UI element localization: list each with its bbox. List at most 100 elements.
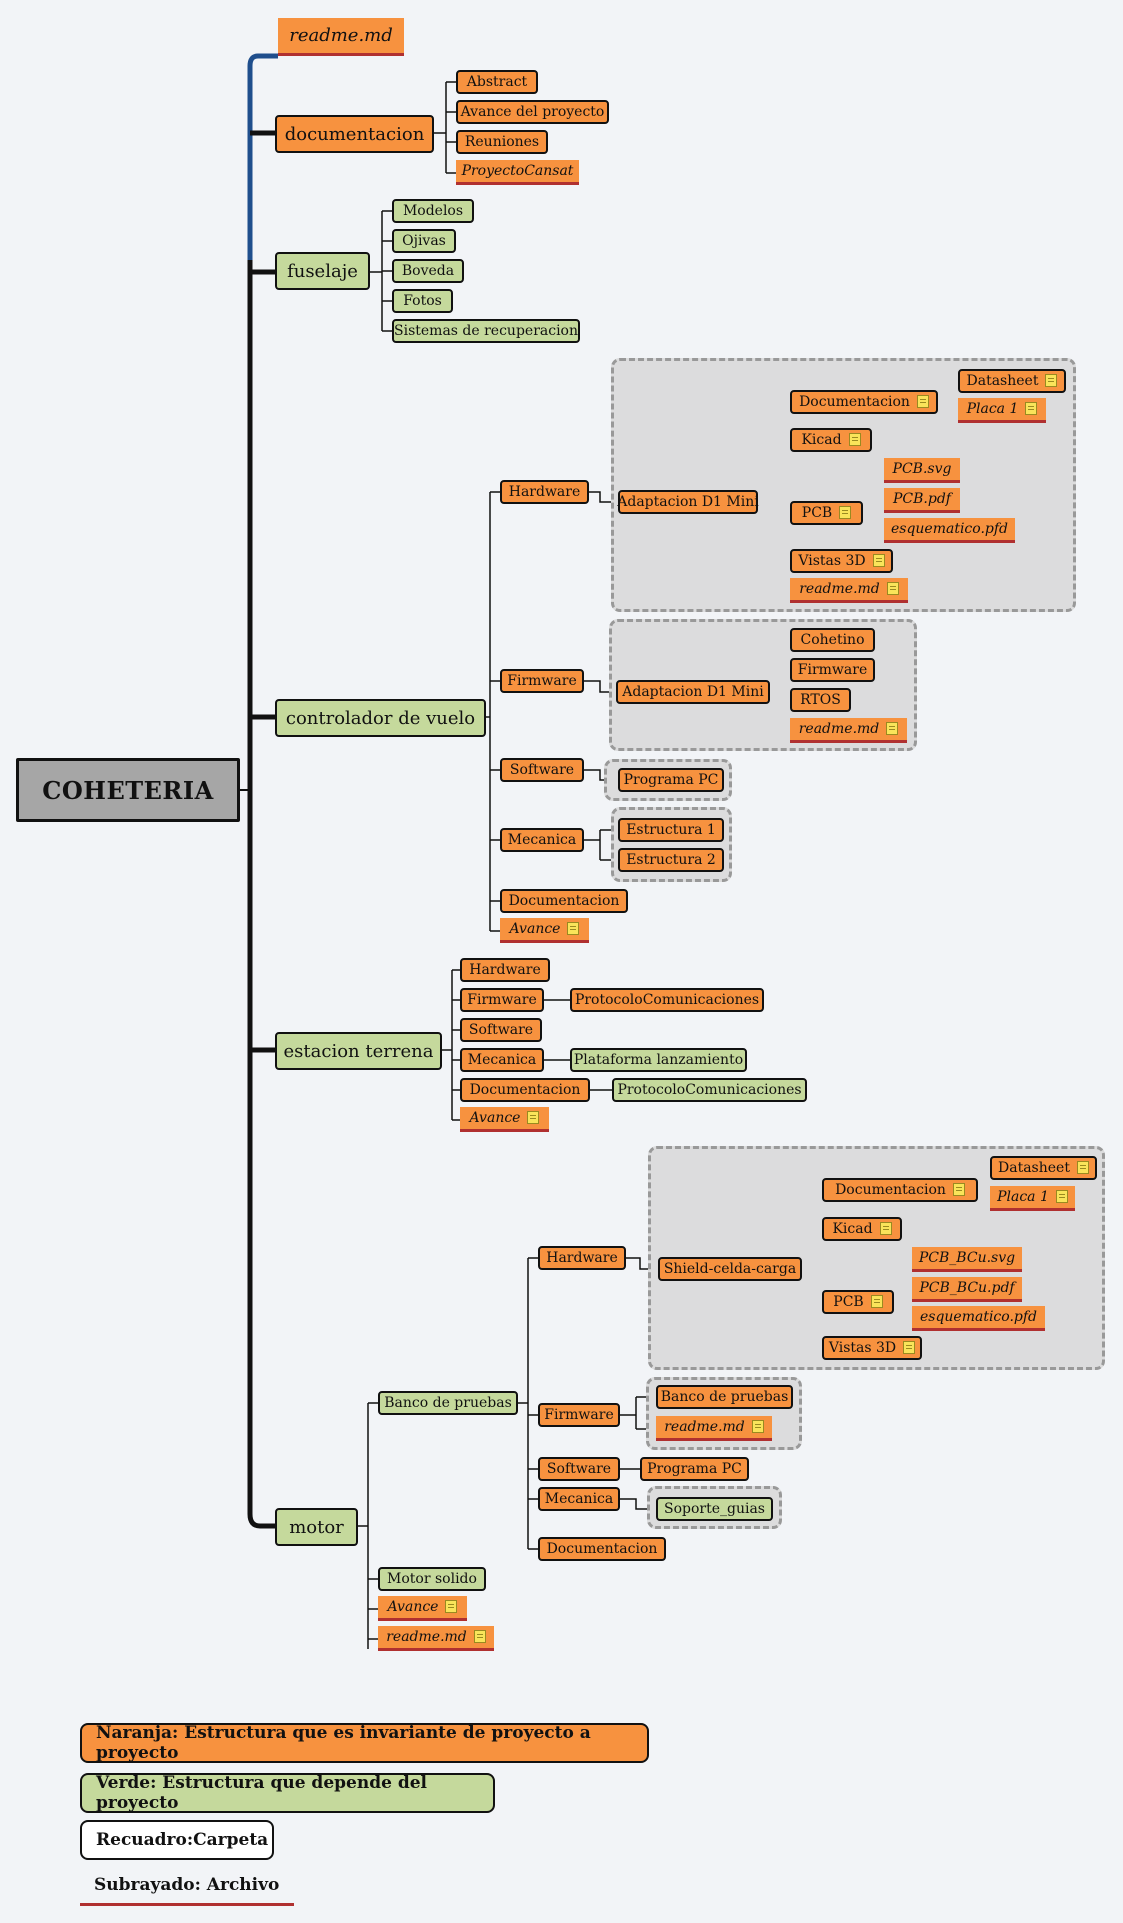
mo-hw-pcb-label: PCB: [833, 1294, 864, 1310]
legend-naranja: Naranja: Estructura que es invariante de…: [80, 1723, 649, 1763]
mo-sw-programa-pc[interactable]: Programa PC: [640, 1457, 749, 1481]
mo-hw-doc-label: Documentacion: [835, 1182, 946, 1198]
mo-fw-banco[interactable]: Banco de pruebas: [656, 1385, 793, 1409]
mo-hw-placa-label: Placa 1: [997, 1189, 1049, 1205]
mo-hw-vistas-label: Vistas 3D: [828, 1340, 897, 1356]
et-firmware[interactable]: Firmware: [460, 988, 544, 1012]
mo-documentacion[interactable]: Documentacion: [538, 1537, 666, 1561]
fus-fotos[interactable]: Fotos: [392, 289, 453, 313]
note-icon: [903, 1340, 916, 1354]
legend-subrayado: Subrayado: Archivo: [80, 1866, 294, 1906]
mo-hw-bcu-svg[interactable]: PCB_BCu.svg: [912, 1247, 1022, 1272]
mo-hw-vistas3d[interactable]: Vistas 3D: [822, 1336, 922, 1360]
root-node[interactable]: COHETERIA: [16, 758, 240, 822]
doc-reuniones[interactable]: Reuniones: [456, 130, 548, 154]
cv-firmware[interactable]: Firmware: [500, 669, 584, 693]
cv-hw-datasheet[interactable]: Datasheet: [958, 369, 1066, 393]
mo-fw-readme[interactable]: readme.md: [656, 1416, 772, 1441]
et-fw-protocolo[interactable]: ProtocoloComunicaciones: [570, 988, 764, 1012]
cv-fw-cohetino[interactable]: Cohetino: [790, 628, 875, 652]
mo-hw-kicad-label: Kicad: [832, 1221, 873, 1237]
documentacion-node[interactable]: documentacion: [275, 115, 434, 153]
controlador-de-vuelo-node[interactable]: controlador de vuelo: [275, 699, 486, 737]
cv-mecanica[interactable]: Mecanica: [500, 828, 584, 852]
mo-hw-esquematico[interactable]: esquematico.pfd: [912, 1306, 1045, 1331]
et-mec-plataforma[interactable]: Plataforma lanzamiento: [570, 1048, 747, 1072]
fus-modelos[interactable]: Modelos: [392, 199, 474, 223]
cv-software[interactable]: Software: [500, 758, 584, 782]
mo-hw-documentacion[interactable]: Documentacion: [822, 1178, 978, 1202]
cv-hw-vistas-label: Vistas 3D: [798, 553, 866, 569]
cv-fw-readme[interactable]: readme.md: [790, 718, 907, 743]
cv-hw-doc-label: Documentacion: [799, 394, 910, 410]
note-icon: [886, 721, 899, 735]
mo-mecanica[interactable]: Mecanica: [538, 1487, 620, 1511]
mo-hw-placa1[interactable]: Placa 1: [990, 1186, 1075, 1211]
cv-mec-estructura1[interactable]: Estructura 1: [618, 818, 724, 842]
cv-hw-pcb-pdf[interactable]: PCB.pdf: [884, 488, 960, 513]
mo-hw-kicad[interactable]: Kicad: [822, 1217, 902, 1241]
cv-avance-label: Avance: [509, 921, 561, 937]
note-icon: [567, 921, 580, 935]
mo-hw-pcb[interactable]: PCB: [822, 1290, 894, 1314]
fus-sistemas-recuperacion[interactable]: Sistemas de recuperacion: [392, 319, 580, 343]
cv-hw-documentacion[interactable]: Documentacion: [790, 390, 938, 414]
cv-hw-kicad-label: Kicad: [801, 432, 842, 448]
cv-hw-vistas3d[interactable]: Vistas 3D: [790, 549, 893, 573]
cv-avance[interactable]: Avance: [500, 918, 589, 943]
cv-fw-adaptacion[interactable]: Adaptacion D1 Mini: [616, 680, 770, 704]
cv-hw-esquematico[interactable]: esquematico.pfd: [884, 518, 1015, 543]
cv-hw-readme-label: readme.md: [799, 581, 880, 597]
cv-hw-pcb-svg[interactable]: PCB.svg: [884, 458, 960, 483]
cv-hw-readme[interactable]: readme.md: [790, 578, 908, 603]
cv-hardware[interactable]: Hardware: [500, 480, 589, 504]
cv-hw-placa1[interactable]: Placa 1: [958, 398, 1046, 423]
fuselaje-node[interactable]: fuselaje: [275, 252, 370, 290]
fus-boveda[interactable]: Boveda: [392, 259, 464, 283]
doc-avance-proyecto[interactable]: Avance del proyecto: [456, 100, 609, 124]
note-icon: [527, 1110, 540, 1124]
cv-hw-pcb[interactable]: PCB: [790, 501, 863, 525]
mo-hw-bcu-pdf[interactable]: PCB_BCu.pdf: [912, 1277, 1022, 1302]
cv-hw-kicad[interactable]: Kicad: [790, 428, 872, 452]
mo-firmware[interactable]: Firmware: [538, 1403, 620, 1427]
note-icon: [751, 1419, 764, 1433]
et-software[interactable]: Software: [460, 1018, 542, 1042]
et-documentacion[interactable]: Documentacion: [460, 1078, 590, 1102]
note-icon: [886, 581, 899, 595]
estacion-terrena-node[interactable]: estacion terrena: [275, 1032, 442, 1070]
cv-hw-adaptacion[interactable]: Adaptacion D1 Mini: [617, 490, 759, 514]
cv-fw-rtos[interactable]: RTOS: [790, 688, 851, 712]
note-icon: [872, 553, 885, 567]
et-mecanica[interactable]: Mecanica: [460, 1048, 544, 1072]
et-avance[interactable]: Avance: [460, 1107, 549, 1132]
mo-readme-label: readme.md: [386, 1629, 467, 1645]
mo-hw-shield[interactable]: Shield-celda-carga: [658, 1257, 802, 1281]
fus-ojivas[interactable]: Ojivas: [392, 229, 456, 253]
et-hardware[interactable]: Hardware: [460, 958, 550, 982]
doc-proyecto-cansat[interactable]: ProyectoCansat: [456, 160, 579, 185]
mo-avance-label: Avance: [387, 1599, 439, 1615]
cv-mec-estructura2[interactable]: Estructura 2: [618, 848, 724, 872]
doc-abstract[interactable]: Abstract: [456, 70, 538, 94]
mo-mec-soporte-guias[interactable]: Soporte_guias: [656, 1497, 773, 1521]
mo-hardware[interactable]: Hardware: [538, 1246, 626, 1270]
mo-hw-datasheet-label: Datasheet: [998, 1160, 1070, 1176]
mo-motor-solido[interactable]: Motor solido: [378, 1567, 486, 1591]
mo-avance[interactable]: Avance: [378, 1596, 467, 1621]
note-icon: [839, 505, 852, 519]
readme-top-file[interactable]: readme.md: [278, 18, 404, 56]
cv-fw-firmware[interactable]: Firmware: [790, 658, 875, 682]
note-icon: [1045, 373, 1058, 387]
mo-banco-pruebas[interactable]: Banco de pruebas: [378, 1391, 518, 1415]
cv-sw-programa-pc[interactable]: Programa PC: [618, 768, 724, 792]
et-doc-protocolo[interactable]: ProtocoloComunicaciones: [612, 1078, 807, 1102]
note-icon: [1025, 401, 1038, 415]
cv-documentacion[interactable]: Documentacion: [500, 889, 628, 913]
note-icon: [473, 1629, 486, 1643]
mo-readme[interactable]: readme.md: [378, 1626, 494, 1651]
motor-node[interactable]: motor: [275, 1508, 358, 1546]
mo-hw-datasheet[interactable]: Datasheet: [990, 1156, 1097, 1180]
mo-software[interactable]: Software: [538, 1457, 620, 1481]
